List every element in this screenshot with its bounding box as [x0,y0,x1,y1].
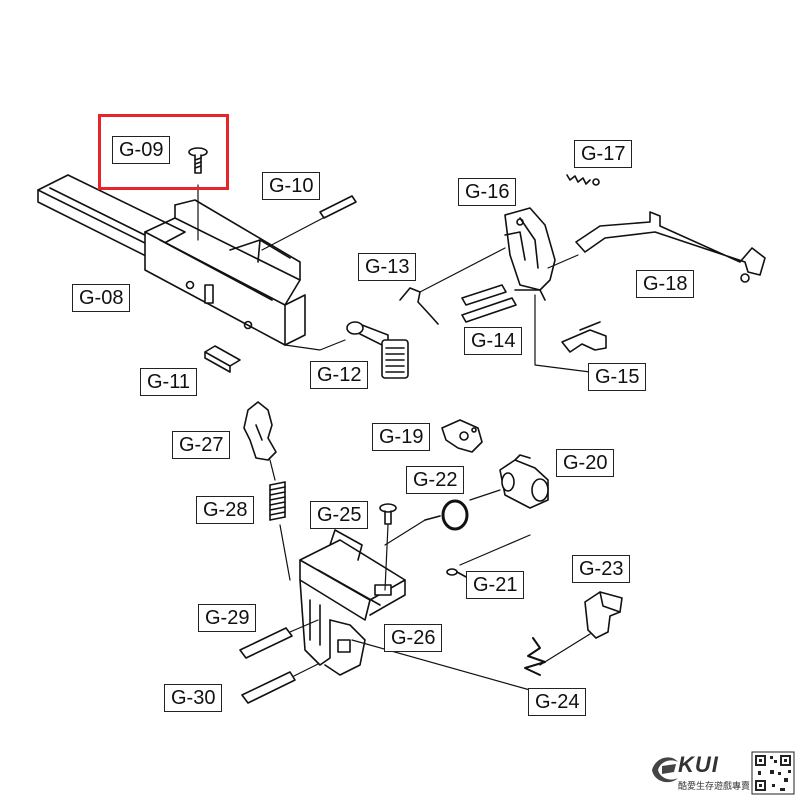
part-g20-hammer [499,454,549,509]
leader-g21 [459,534,531,566]
part-g16-housing [504,207,556,301]
part-g19-piece [441,419,483,453]
part-g22-spring [424,499,469,531]
label-g19: G-19 [372,423,431,451]
label-g14: G-14 [464,327,523,355]
ki-swirl-logo-icon [652,757,678,783]
leader-g16-g18 [547,254,579,269]
part-g12-catch [346,321,409,379]
label-g22: G-22 [406,466,465,494]
leader-g12 [284,339,346,351]
highlight-box-g09 [98,114,229,190]
label-g16: G-16 [458,178,517,206]
leader-g24 [351,639,531,691]
label-g08: G-08 [72,284,131,312]
leader-g27-g28 [269,459,291,581]
part-g21-pin [446,568,469,579]
label-g27: G-27 [172,431,231,459]
part-g17-spring [566,174,600,186]
part-g30-pin [241,671,296,704]
label-g17: G-17 [574,140,633,168]
label-g13: G-13 [358,253,417,281]
leader-g29 [289,619,319,633]
part-g09-screw [188,147,208,174]
part-g11-block [204,345,241,373]
leader-g25 [384,524,389,591]
qr-code-icon [751,751,795,795]
label-g21: G-21 [466,571,525,599]
label-g29: G-29 [198,604,257,632]
label-g28: G-28 [196,496,255,524]
label-g23: G-23 [572,555,631,583]
label-g15: G-15 [588,363,647,391]
part-g18-lever [575,211,766,283]
leader-g30 [293,663,319,677]
part-g14-pins [461,284,517,323]
label-g24: G-24 [528,688,587,716]
part-g08-frame-rail [37,174,306,346]
label-g12: G-12 [310,361,369,389]
label-g09: G-09 [112,136,171,164]
leader-g13 [419,247,506,293]
label-g20: G-20 [556,449,615,477]
brand-name: KUI [678,752,719,777]
label-g10: G-10 [262,172,321,200]
label-g25: G-25 [310,501,369,529]
part-g26-housing [299,529,406,676]
part-g25-screw [379,503,397,525]
leader-g22 [384,519,426,546]
leader-g20 [469,489,501,501]
part-g15-latch [561,321,607,353]
brand-tagline: 酷愛生存遊戲專賣 [678,782,751,792]
label-g11: G-11 [140,368,197,396]
label-g18: G-18 [636,270,695,298]
leader-g15 [534,294,591,373]
part-g23-block [584,591,623,639]
part-g10-pin [319,195,357,219]
brand-watermark: KUI 酷愛生存遊戲專賣 [648,752,751,792]
label-g26: G-26 [384,624,443,652]
part-g24-spring [524,637,546,676]
leader-g10 [261,216,326,251]
label-g30: G-30 [164,684,223,712]
part-g28-spring [269,481,286,521]
part-g27-trigger [243,401,277,461]
part-g29-pin [239,627,293,659]
leader-g23 [539,633,591,666]
part-g13-spring [399,287,439,325]
